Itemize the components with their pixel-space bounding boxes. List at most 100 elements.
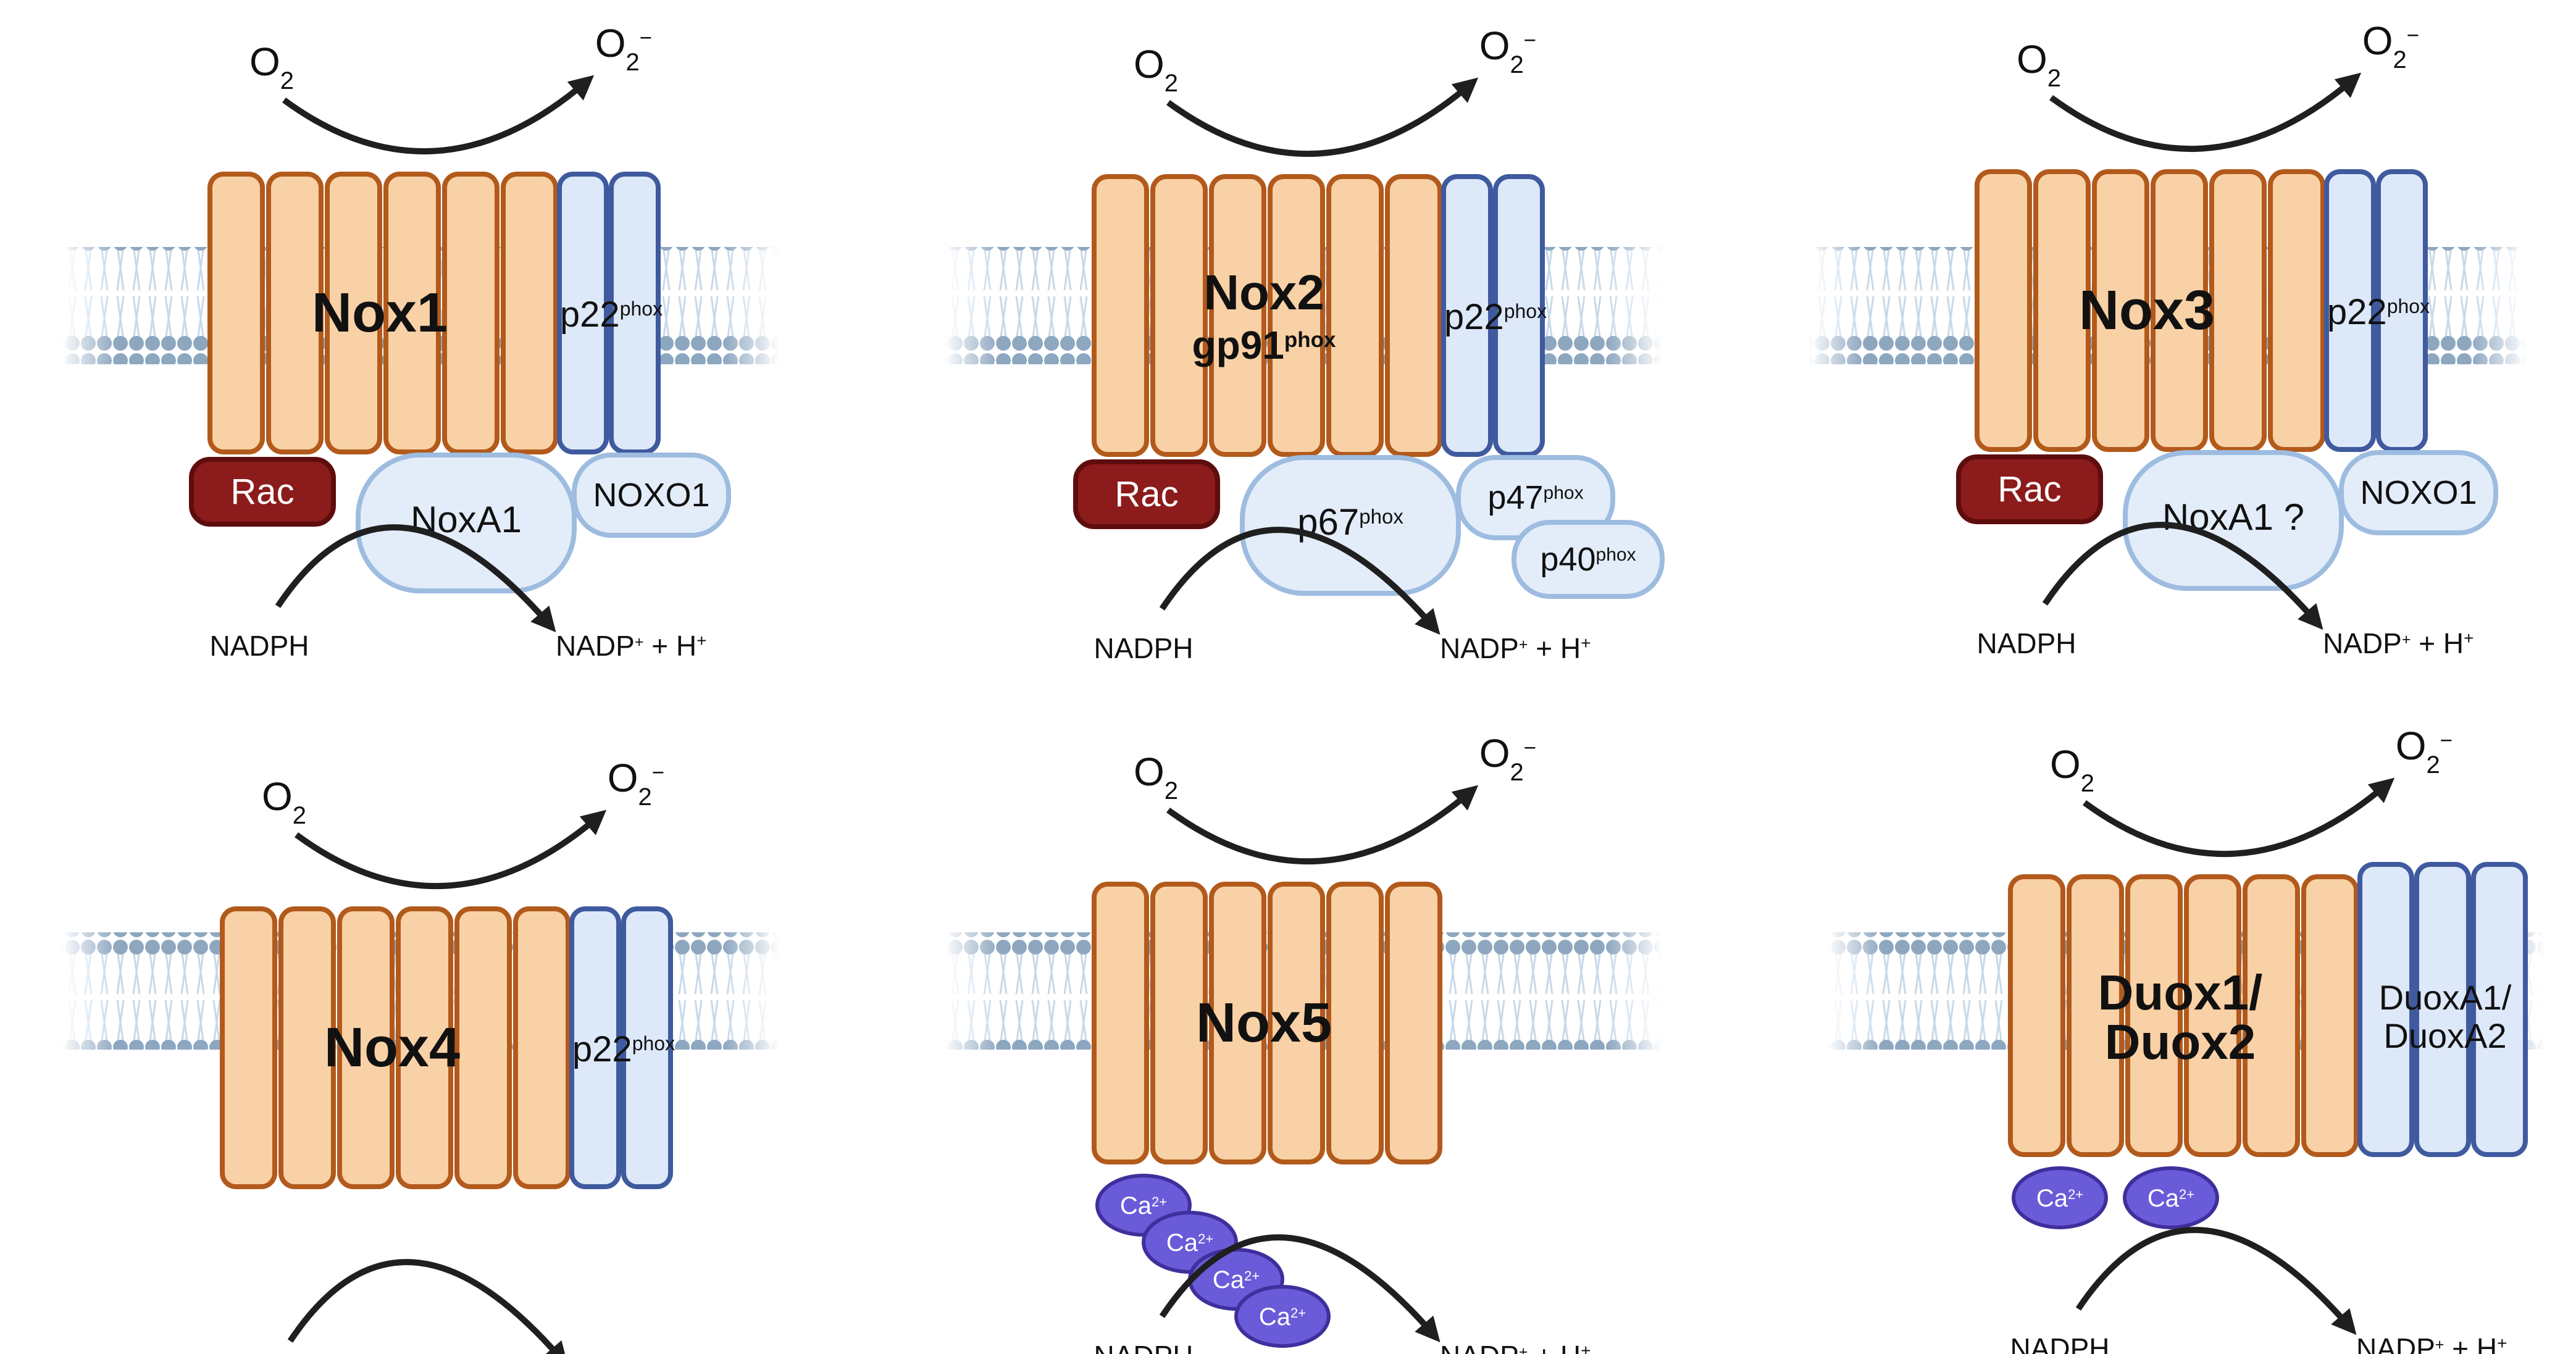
nox-tm-segment bbox=[337, 906, 395, 1189]
nox-tm-segment bbox=[2151, 169, 2208, 452]
nox-tm-segment bbox=[396, 906, 453, 1189]
nox-tm-segment bbox=[1975, 169, 2032, 452]
membrane-fade-right bbox=[1607, 238, 1662, 374]
nox-tm-segment bbox=[1385, 174, 1442, 457]
organizer-activator-subunit bbox=[2123, 450, 2344, 591]
organizer-label: p47phox bbox=[1487, 479, 1583, 516]
organizer-subunit bbox=[2339, 450, 2498, 535]
organizer-label: NOXO1 bbox=[2360, 474, 2477, 511]
duoxa-label: DuoxA2 bbox=[2383, 1016, 2506, 1055]
nox-tm-segment bbox=[2033, 169, 2091, 452]
calcium-label: Ca2+ bbox=[1120, 1192, 1167, 1219]
calcium-label: Ca2+ bbox=[1213, 1266, 1260, 1293]
p22-label: p22phox bbox=[2327, 292, 2430, 332]
nox-name: Nox4 bbox=[324, 1017, 460, 1079]
nadph-oxidation-arrow bbox=[1159, 1234, 1441, 1343]
partner-tm-segment bbox=[569, 906, 621, 1189]
partner-tm-segment bbox=[609, 172, 661, 454]
nadp-label: NADP+ + H+ bbox=[1440, 632, 1591, 664]
p22-label: p22phox bbox=[560, 295, 663, 335]
rac-subunit bbox=[1073, 459, 1220, 529]
superoxide-arrow bbox=[295, 809, 607, 889]
membrane-fade-left bbox=[61, 924, 116, 1059]
o2-minus-label: O2− bbox=[2362, 19, 2419, 73]
membrane-fade-left bbox=[943, 924, 999, 1059]
organizer-activator-subunit bbox=[1240, 455, 1461, 596]
o2-label: O2 bbox=[2017, 37, 2061, 92]
superoxide-arrow bbox=[1166, 785, 1479, 864]
o2-minus-label: O2− bbox=[595, 21, 652, 76]
partner-tm-segment bbox=[2357, 862, 2414, 1157]
organizer-label: NOXO1 bbox=[593, 477, 709, 514]
nox-tm-segment bbox=[2067, 874, 2124, 1157]
o2-minus-label: O2− bbox=[1479, 23, 1536, 78]
nadph-oxidation-arrow bbox=[2075, 1227, 2357, 1335]
rac-subunit bbox=[189, 457, 336, 527]
nox-tm-segment bbox=[2243, 874, 2300, 1157]
nox-name: Nox3 bbox=[2079, 280, 2215, 341]
nadph-label: NADPH bbox=[1094, 632, 1193, 664]
nadph-label: NADPH bbox=[1094, 1340, 1193, 1354]
nox-tm-segment bbox=[501, 172, 558, 454]
nox-tm-segment bbox=[1092, 174, 1149, 457]
nox-tm-segment bbox=[442, 172, 500, 454]
nox-tm-segment bbox=[1385, 882, 1442, 1164]
nox-tm-segment bbox=[266, 172, 324, 454]
nox-name-line: Duox1/ bbox=[2098, 965, 2263, 1020]
rac-subunit bbox=[1956, 454, 2103, 524]
nox-tm-segment bbox=[207, 172, 265, 454]
o2-label: O2 bbox=[249, 40, 294, 94]
nadp-label: NADP+ + H+ bbox=[2323, 627, 2474, 659]
superoxide-arrow bbox=[2049, 72, 2362, 152]
membrane-fade-left bbox=[1808, 238, 1863, 374]
panel-duox: O2O2−Duox1/Duox2DuoxA1/DuoxA2Ca2+Ca2+NAD… bbox=[1826, 724, 2545, 1354]
nadp-label: NADP+ + H+ bbox=[1440, 1340, 1591, 1354]
activator-label: NoxA1 ? bbox=[2162, 496, 2304, 538]
partner-tm-segment bbox=[1441, 174, 1493, 457]
superoxide-arrow bbox=[1166, 77, 1479, 157]
nox-tm-segment bbox=[2008, 874, 2065, 1157]
o2-label: O2 bbox=[2050, 742, 2094, 797]
organizer-activator-subunit bbox=[356, 453, 577, 593]
nox-name: Nox5 bbox=[1196, 992, 1332, 1054]
nox-tm-segment bbox=[2184, 874, 2241, 1157]
nox-tm-segment bbox=[1268, 174, 1325, 457]
nadph-label: NADPH bbox=[2010, 1332, 2109, 1354]
membrane-fade-right bbox=[724, 924, 779, 1059]
nox-name-line: gp91phox bbox=[1192, 323, 1337, 367]
nadp-label: NADP+ + H+ bbox=[2356, 1332, 2507, 1354]
membrane-fade-left bbox=[61, 238, 116, 374]
partner-tm-segment bbox=[557, 172, 609, 454]
p22-label: p22phox bbox=[1444, 297, 1547, 337]
nox-tm-segment bbox=[1268, 882, 1325, 1164]
duoxa-label: DuoxA1/ bbox=[2379, 978, 2512, 1017]
membrane-fade-left bbox=[943, 238, 999, 374]
o2-label: O2 bbox=[1134, 42, 1178, 97]
nox-name-line: Nox2 bbox=[1203, 265, 1324, 320]
nox-tm-segment bbox=[383, 172, 441, 454]
nox-tm-segment bbox=[2268, 169, 2325, 452]
calcium-ion bbox=[2012, 1166, 2108, 1229]
calcium-label: Ca2+ bbox=[1166, 1229, 1213, 1256]
nox-tm-segment bbox=[1326, 882, 1384, 1164]
calcium-ion bbox=[1234, 1285, 1331, 1348]
membrane-fade-right bbox=[724, 238, 779, 374]
nadp-label: NADP+ + H+ bbox=[556, 630, 706, 662]
nox-tm-segment bbox=[2092, 169, 2149, 452]
nox-name: Nox1 bbox=[312, 282, 448, 344]
nadph-oxidation-arrow bbox=[287, 1259, 569, 1354]
partner-tm-segment bbox=[2414, 862, 2471, 1157]
rac-label: Rac bbox=[1114, 474, 1178, 514]
calcium-label: Ca2+ bbox=[2147, 1185, 2194, 1212]
nadph-oxidation-arrow bbox=[2042, 522, 2323, 630]
o2-minus-label: O2− bbox=[2396, 724, 2453, 779]
partner-tm-segment bbox=[2376, 169, 2428, 452]
organizer-subunit bbox=[572, 453, 731, 538]
nox-tm-segment bbox=[1326, 174, 1384, 457]
p40-subunit bbox=[1512, 520, 1665, 599]
